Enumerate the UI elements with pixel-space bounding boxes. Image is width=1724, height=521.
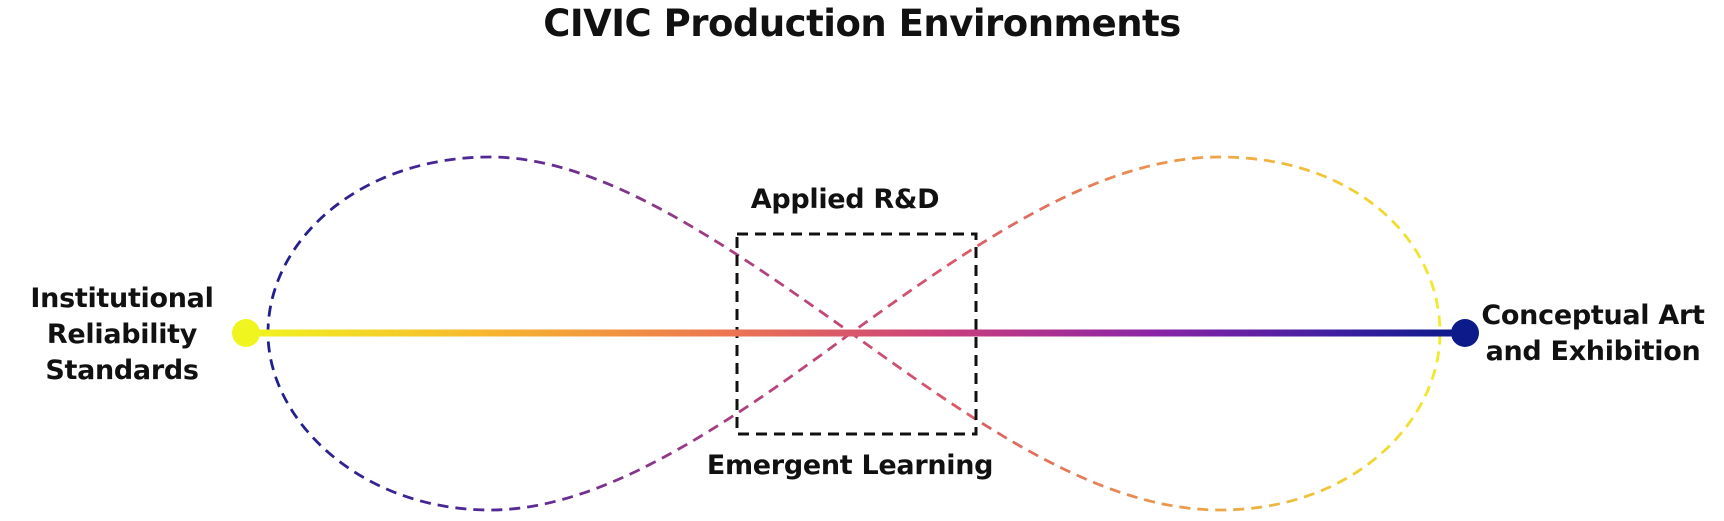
right-pole-label: Conceptual Art and Exhibition — [1462, 298, 1724, 370]
diagram-title: CIVIC Production Environments — [543, 2, 1181, 45]
right-pole-label-line: and Exhibition — [1485, 336, 1701, 367]
left-pole-label-line: Standards — [45, 355, 199, 386]
right-endpoint-dot — [1451, 319, 1479, 347]
top-box-label-text: Applied R&D — [750, 184, 940, 215]
right-pole-label-line: Conceptual Art — [1481, 300, 1705, 331]
left-pole-label-line: Reliability — [46, 319, 198, 350]
left-endpoint-dot — [232, 319, 260, 347]
left-pole-label: Institutional Reliability Standards — [18, 281, 226, 389]
bottom-box-label-text: Emergent Learning — [706, 450, 994, 481]
top-box-label: Applied R&D — [700, 182, 990, 218]
bottom-box-label: Emergent Learning — [680, 448, 1020, 484]
left-pole-label-line: Institutional — [30, 283, 214, 314]
